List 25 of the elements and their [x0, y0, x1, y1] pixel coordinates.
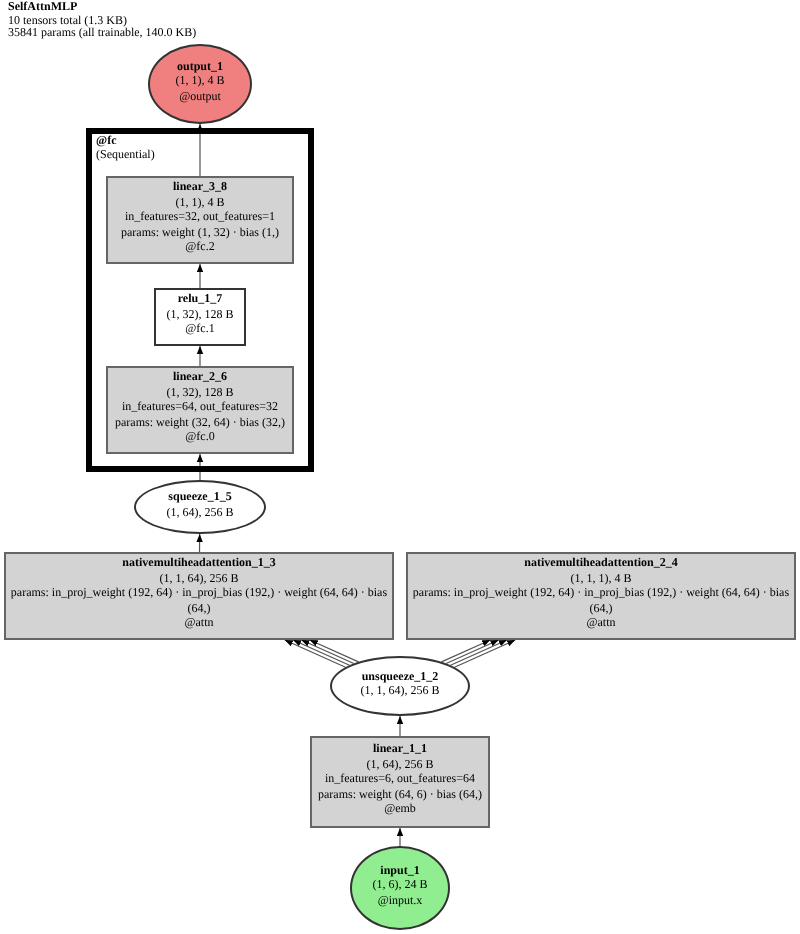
operation-ellipse [330, 656, 470, 716]
arrow [196, 345, 204, 367]
arrow [309, 639, 360, 663]
arrow [396, 715, 404, 737]
layer-box [4, 552, 394, 640]
arrow [284, 639, 347, 668]
layer-box [310, 736, 490, 828]
layer-box [154, 288, 246, 346]
layer-box [106, 366, 294, 454]
arrow [396, 827, 404, 847]
arrow [445, 639, 500, 665]
arrow [292, 639, 351, 666]
module-group-frame [86, 128, 314, 472]
arrow [196, 453, 204, 481]
arrow [196, 263, 204, 289]
arrow [449, 639, 508, 666]
arrow [440, 639, 491, 663]
arrow [196, 533, 203, 553]
output-ellipse [148, 44, 252, 124]
arrow [453, 639, 516, 668]
layer-box [406, 552, 796, 640]
layer-box [106, 176, 294, 264]
arrow [196, 123, 204, 177]
arrow [300, 639, 355, 665]
input-ellipse [350, 846, 450, 930]
